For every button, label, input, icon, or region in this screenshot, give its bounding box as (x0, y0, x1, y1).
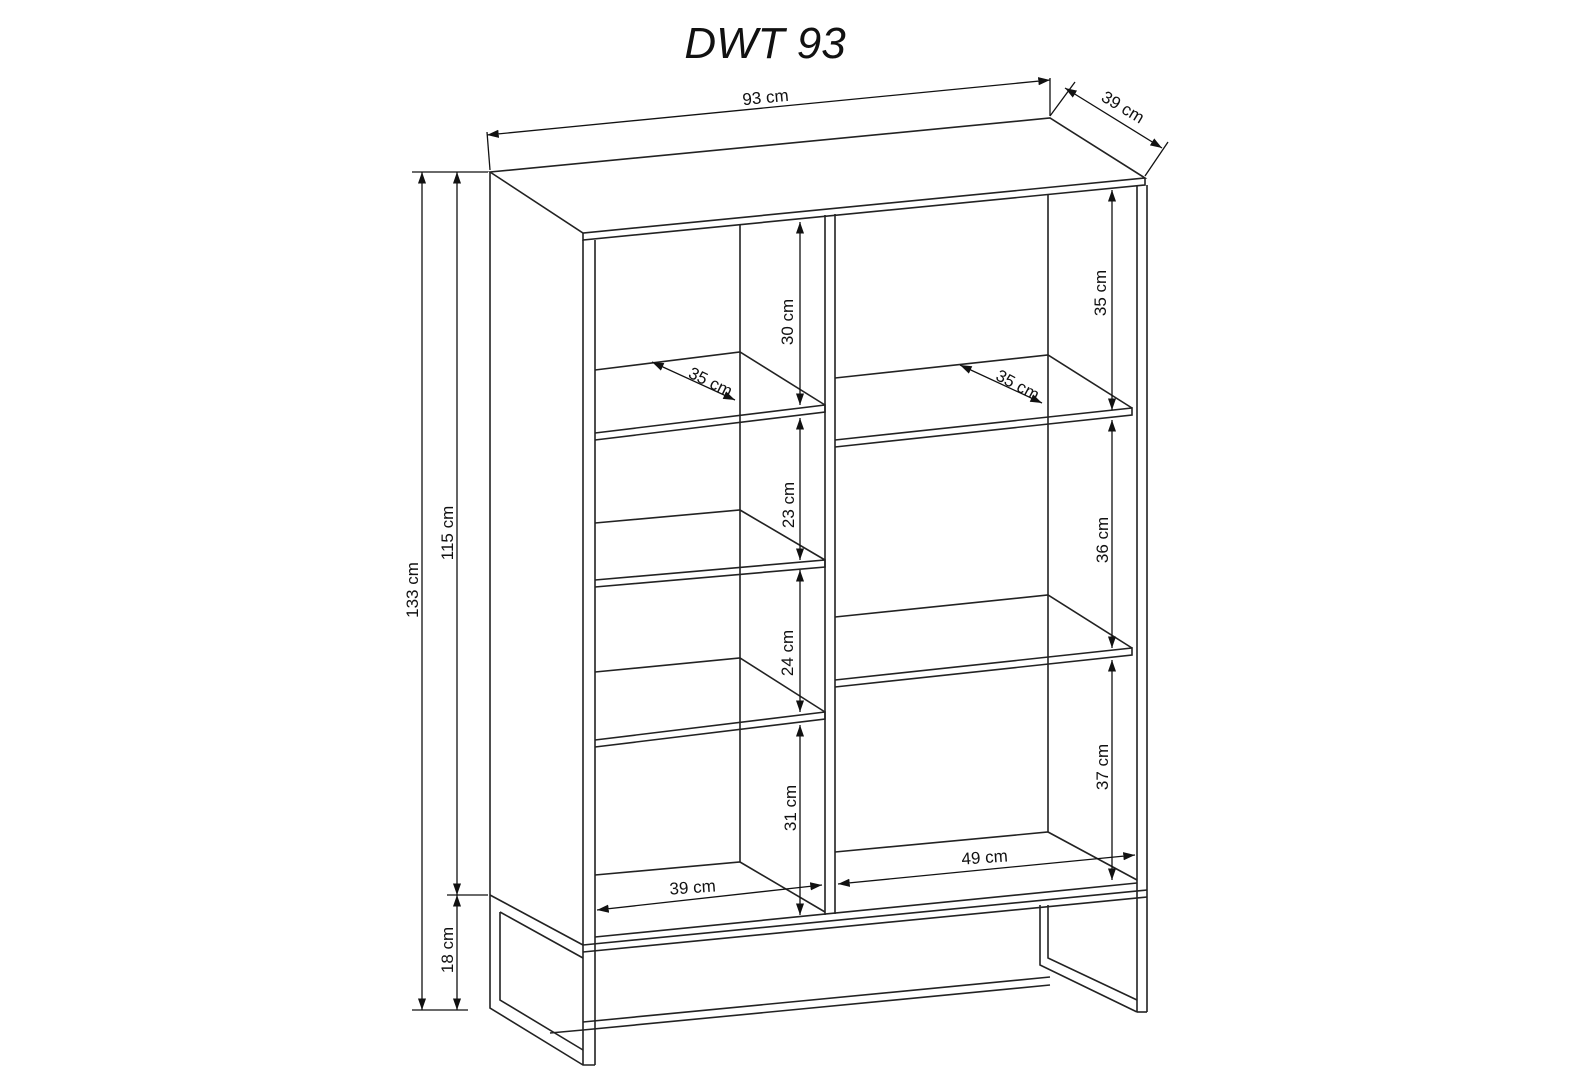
left-shelf-2-label: 23 cm (779, 482, 798, 528)
dimension-lines (412, 77, 1169, 1011)
width-label: 93 cm (742, 86, 790, 109)
body-height-label: 115 cm (438, 506, 457, 561)
total-height-label: 133 cm (403, 562, 422, 618)
left-inner-depth-label: 35 cm (685, 363, 735, 400)
right-shelf-3-label: 37 cm (1093, 744, 1112, 790)
left-inner-width-label: 39 cm (669, 876, 717, 898)
right-inner-width-label: 49 cm (961, 846, 1009, 868)
left-shelf-3-label: 24 cm (778, 630, 797, 676)
left-shelf-1-label: 30 cm (778, 299, 797, 345)
cabinet-outline (487, 117, 1148, 1066)
right-shelf-1-label: 35 cm (1091, 270, 1110, 316)
leg-height-label: 18 cm (438, 927, 457, 973)
left-shelf-4-label: 31 cm (781, 785, 800, 831)
right-inner-depth-label: 35 cm (993, 366, 1043, 405)
right-shelf-2-label: 36 cm (1093, 517, 1112, 563)
depth-label: 39 cm (1098, 87, 1147, 127)
product-title: DWT 93 (684, 19, 846, 68)
